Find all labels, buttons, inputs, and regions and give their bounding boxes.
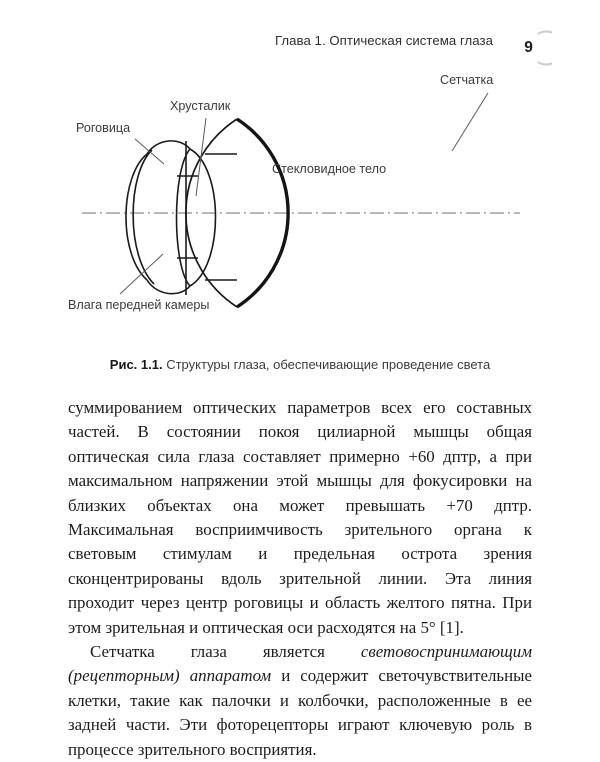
- eye-anatomy-figure: Сетчатка Хрусталик Роговица Стекловидное…: [0, 58, 600, 358]
- diagram-label-cornea: Роговица: [76, 121, 131, 135]
- leader-line-aqueous: [119, 253, 164, 295]
- circle-arc-icon: [537, 30, 552, 66]
- eye-anatomy-diagram: [82, 92, 520, 309]
- diagram-label-lens: Хрусталик: [170, 99, 231, 113]
- cornea-inner-arc: [132, 149, 155, 285]
- running-head: Глава 1. Оптическая система глаза 9: [0, 30, 600, 66]
- paragraph-2-lead: Сетчатка глаза является: [90, 642, 361, 662]
- leader-line-lens: [195, 117, 207, 197]
- figure-caption: Рис. 1.1. Структуры глаза, обеспечивающи…: [0, 357, 600, 372]
- paragraph-2-emphasis: световоспринимающим (рецепторным) аппара…: [68, 642, 532, 686]
- leader-line-cornea: [134, 138, 165, 165]
- anterior-chamber-floor: [146, 279, 191, 295]
- page-number-badge: 9: [508, 26, 552, 70]
- cornea-outer-arc: [125, 153, 148, 281]
- figure-caption-number: Рис. 1.1.: [109, 357, 163, 372]
- diagram-label-aqueous: Влага передней камеры: [68, 298, 210, 312]
- lens-anterior-surface: [175, 148, 191, 287]
- chapter-title: Глава 1. Оптическая система глаза: [274, 33, 493, 48]
- paragraph-1-text: суммированием оптических параметров всех…: [68, 398, 532, 637]
- leader-line-retina: [451, 92, 489, 152]
- anterior-chamber-roof: [146, 140, 191, 155]
- paragraph-2: Сетчатка глаза является световоспринимаю…: [68, 640, 532, 762]
- paragraph-1: суммированием оптических параметров всех…: [68, 396, 532, 640]
- figure-caption-text: Структуры глаза, обеспечивающие проведен…: [162, 357, 491, 372]
- retina-arc: [236, 117, 290, 309]
- diagram-label-retina: Сетчатка: [440, 73, 494, 87]
- body-text: суммированием оптических параметров всех…: [68, 396, 532, 762]
- diagram-label-vitreous: Стекловидное тело: [272, 162, 387, 176]
- page-number: 9: [524, 39, 533, 56]
